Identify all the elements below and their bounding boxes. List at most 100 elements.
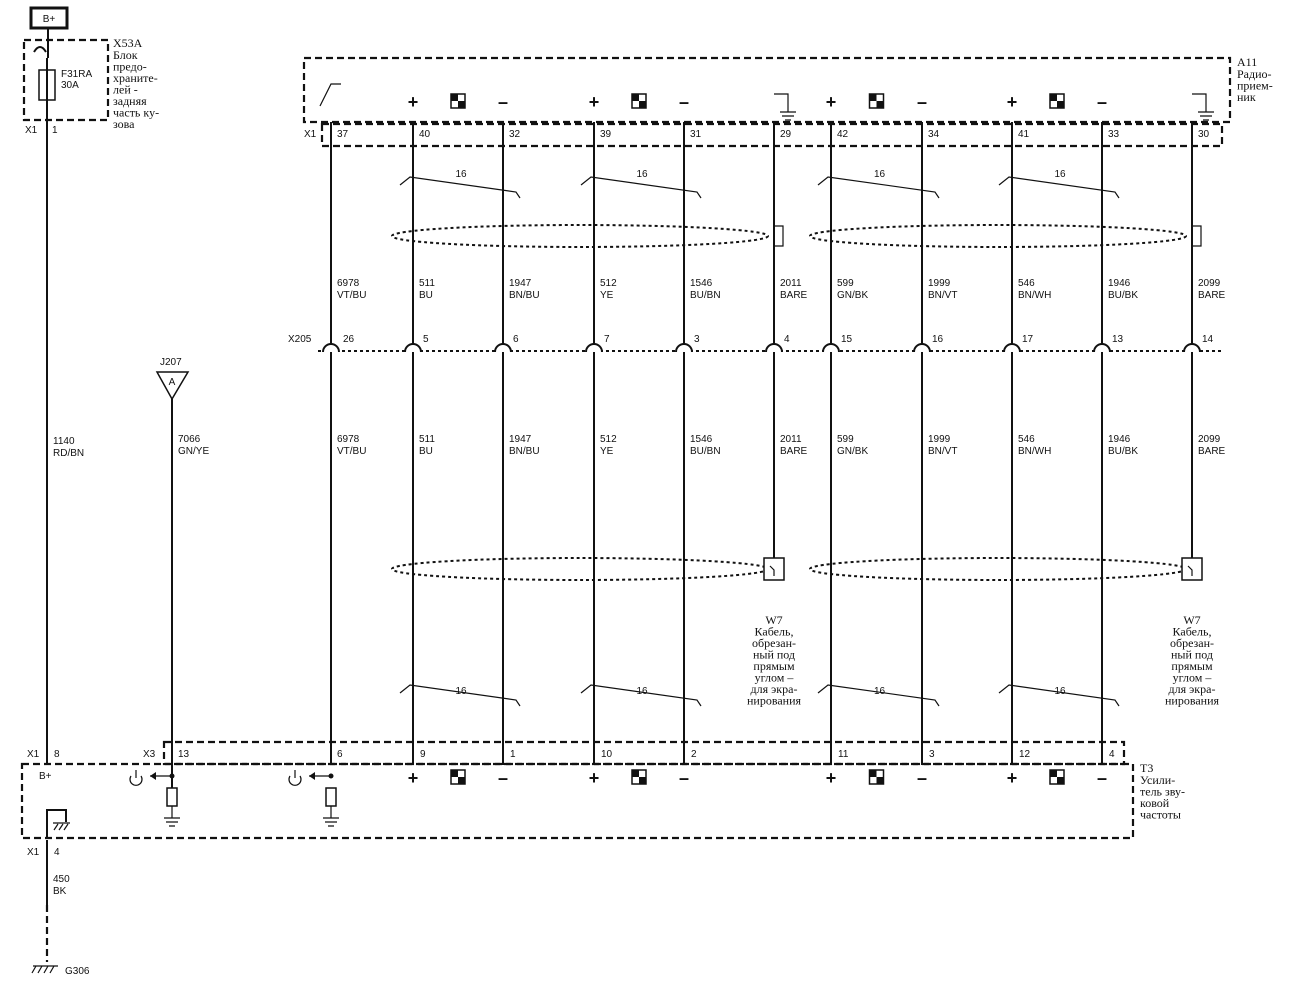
amp-pin: 10 [601,749,613,760]
radio-desc-line: ник [1237,90,1256,104]
power-wire-color: RD/BN [53,448,84,459]
wire-circuit: 512 [600,434,617,445]
wire-color: VT/BU [337,290,366,301]
x205-pin: 13 [1112,334,1124,345]
wire-circuit: 1946 [1108,434,1131,445]
wire-circuit: 546 [1018,434,1035,445]
drain-label-line: обрезан- [1170,636,1214,650]
drain-label-line: прямым [1171,659,1213,673]
radio-polarity: + [1007,92,1018,112]
speaker-icon-fill [869,770,877,777]
drain-label-line: нирования [747,694,802,708]
fuse-block-desc-line: лей - [113,83,138,97]
twist-line [399,176,521,199]
x205-connector-id: X205 [288,334,312,345]
resistor-icon [325,787,337,807]
wire-color: YE [600,290,614,301]
shield-clamp-icon [1191,225,1202,247]
speaker-icon-fill [632,770,639,777]
radio-pin: 31 [690,129,702,140]
fuse-block-outline [22,38,110,122]
radio-remote-switch-icon [319,83,341,107]
wire-circuit: 2099 [1198,434,1221,445]
radio-connector-outline [320,122,1224,148]
drain-label-line: углом – [1173,671,1213,685]
wire-color: BU/BK [1108,290,1138,301]
radio-polarity: + [589,92,600,112]
wire-color: BARE [780,446,808,457]
amp-polarity: – [679,768,689,788]
ground-icon [323,806,339,827]
wire-color: BU/BK [1108,446,1138,457]
radio-connector-id: X1 [304,129,317,140]
radio-outline [302,56,1232,124]
x205-terminal-icon [765,343,783,353]
fuse-block-desc-line: Блок [113,48,138,62]
radio-pin: 39 [600,129,612,140]
twist-line [998,684,1120,707]
amp-ground-connector: X1 [27,847,40,858]
twist-count: 16 [874,169,886,180]
amp-polarity: + [1007,768,1018,788]
radio-polarity: + [826,92,837,112]
splice-id: J207 [160,357,182,368]
amp-pin: 1 [510,749,516,760]
wire-circuit: 1947 [509,434,532,445]
amp-pin: 6 [337,749,343,760]
radio-pin: 37 [337,129,349,140]
wire-circuit: 6978 [337,434,360,445]
radio-ground-icon-2 [1192,93,1214,121]
shield-upper-left [391,224,769,248]
amplifier-desc-line: частоты [1140,808,1181,822]
ground-id: G306 [65,966,90,977]
wire-color: VT/BU [337,446,366,457]
radio-pin: 30 [1198,129,1210,140]
amplifier-desc-line: Усили- [1140,773,1175,787]
x205-pin: 17 [1022,334,1034,345]
wire-color: GN/BK [837,446,868,457]
drain-label-line: обрезан- [752,636,796,650]
drain-label-line: нирования [1165,694,1220,708]
wire-circuit: 511 [419,278,435,289]
speaker-icon-fill [458,101,465,108]
amplifier-desc-line: ковой [1140,796,1170,810]
wire-circuit: 1999 [928,434,951,445]
amp-internal-ground-wire [46,809,67,838]
drain-label-line: W7 [765,613,782,627]
amp-polarity: – [498,768,508,788]
x205-pin: 16 [932,334,944,345]
x205-terminal-icon [1003,343,1021,353]
x205-terminal-icon [585,343,603,353]
speaker-icon-fill [876,777,884,784]
shield-drain-lead-icon [769,565,1193,576]
speaker-icon-fill [1057,777,1064,784]
fuse-block-pin: 1 [52,125,58,136]
amp-pin: 2 [691,749,697,760]
speaker-icon-fill [632,94,639,101]
wire-color: BU [419,290,433,301]
wire-color: BARE [1198,446,1226,457]
radio-polarity: – [498,92,508,112]
twist-count: 16 [636,169,648,180]
remote-wire-color: GN/YE [178,446,209,457]
chassis-ground-icon [53,822,70,831]
twist-count: 16 [455,686,467,697]
wire-circuit: 2099 [1198,278,1221,289]
resistor-icon [166,787,178,807]
amp-pin: 3 [929,749,935,760]
amp-pin: 4 [1109,749,1115,760]
speaker-icon-fill [1057,101,1064,108]
ground-wire-circuit: 450 [53,874,70,885]
amp-connector-x3: X3 [143,749,156,760]
twist-count: 16 [636,686,648,697]
speaker-channel-icon [450,769,466,785]
radio-id: A11 [1237,55,1257,69]
drain-label-line: для экра- [1169,682,1216,696]
